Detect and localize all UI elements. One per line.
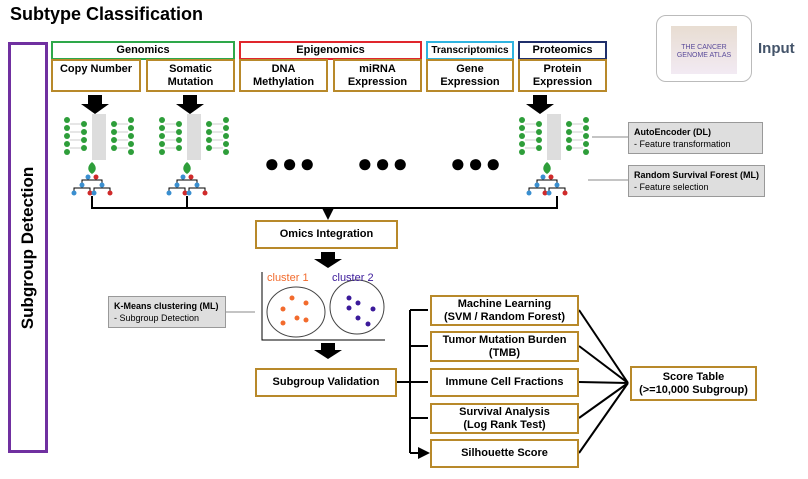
autoencoder-icon xyxy=(64,114,134,160)
score-table-box: Score Table(>=10,000 Subgroup) xyxy=(630,366,757,401)
subgroup-validation-box: Subgroup Validation xyxy=(255,368,397,397)
method-immune-cell-fractions: Immune Cell Fractions xyxy=(430,368,579,397)
subgroup-detection-frame: Subgroup Detection xyxy=(8,42,48,453)
random-forest-tree-icon xyxy=(526,162,568,196)
omics-gene-expression: Gene Expression xyxy=(426,59,514,92)
autoencoder-icon xyxy=(159,114,229,160)
cluster-1-label: cluster 1 xyxy=(267,272,309,284)
cluster-plot xyxy=(261,272,385,341)
omics-protein-expression: Protein Expression xyxy=(518,59,607,92)
ellipsis-2: ●●● xyxy=(357,148,411,178)
method-tmb: Tumor Mutation Burden(TMB) xyxy=(430,331,579,362)
category-genomics: Genomics xyxy=(51,41,235,60)
autoencoder-annotation: AutoEncoder (DL)- Feature transformation xyxy=(628,122,763,154)
side-label: Subgroup Detection xyxy=(18,166,37,329)
category-transcriptomics: Transcriptomics xyxy=(426,41,514,60)
category-epigenomics: Epigenomics xyxy=(239,41,422,60)
method-silhouette-score: Silhouette Score xyxy=(430,439,579,468)
down-arrows xyxy=(81,95,554,359)
random-forest-tree-icon xyxy=(166,162,208,196)
rsf-annotation: Random Survival Forest (ML)- Feature sel… xyxy=(628,165,765,197)
omics-somatic-mutation: Somatic Mutation xyxy=(146,59,235,92)
method-machine-learning: Machine Learning(SVM / Random Forest) xyxy=(430,295,579,326)
page-title: Subtype Classification xyxy=(10,4,204,24)
kmeans-annotation: K-Means clustering (ML)- Subgroup Detect… xyxy=(108,296,226,328)
method-survival-analysis: Survival Analysis(Log Rank Test) xyxy=(430,403,579,434)
omics-copy-number: Copy Number xyxy=(51,59,141,92)
omics-integration-box: Omics Integration xyxy=(255,220,398,249)
omics-mirna-expression: miRNA Expression xyxy=(333,59,422,92)
random-forest-tree-icon xyxy=(71,162,113,196)
input-label: Input xyxy=(758,40,795,57)
category-proteomics: Proteomics xyxy=(518,41,607,60)
ellipsis-3: ●●● xyxy=(450,148,504,178)
ellipsis-1: ●●● xyxy=(264,148,318,178)
omics-dna-methylation: DNA Methylation xyxy=(239,59,328,92)
autoencoder-icon xyxy=(519,114,589,160)
cluster-2-label: cluster 2 xyxy=(332,272,374,284)
